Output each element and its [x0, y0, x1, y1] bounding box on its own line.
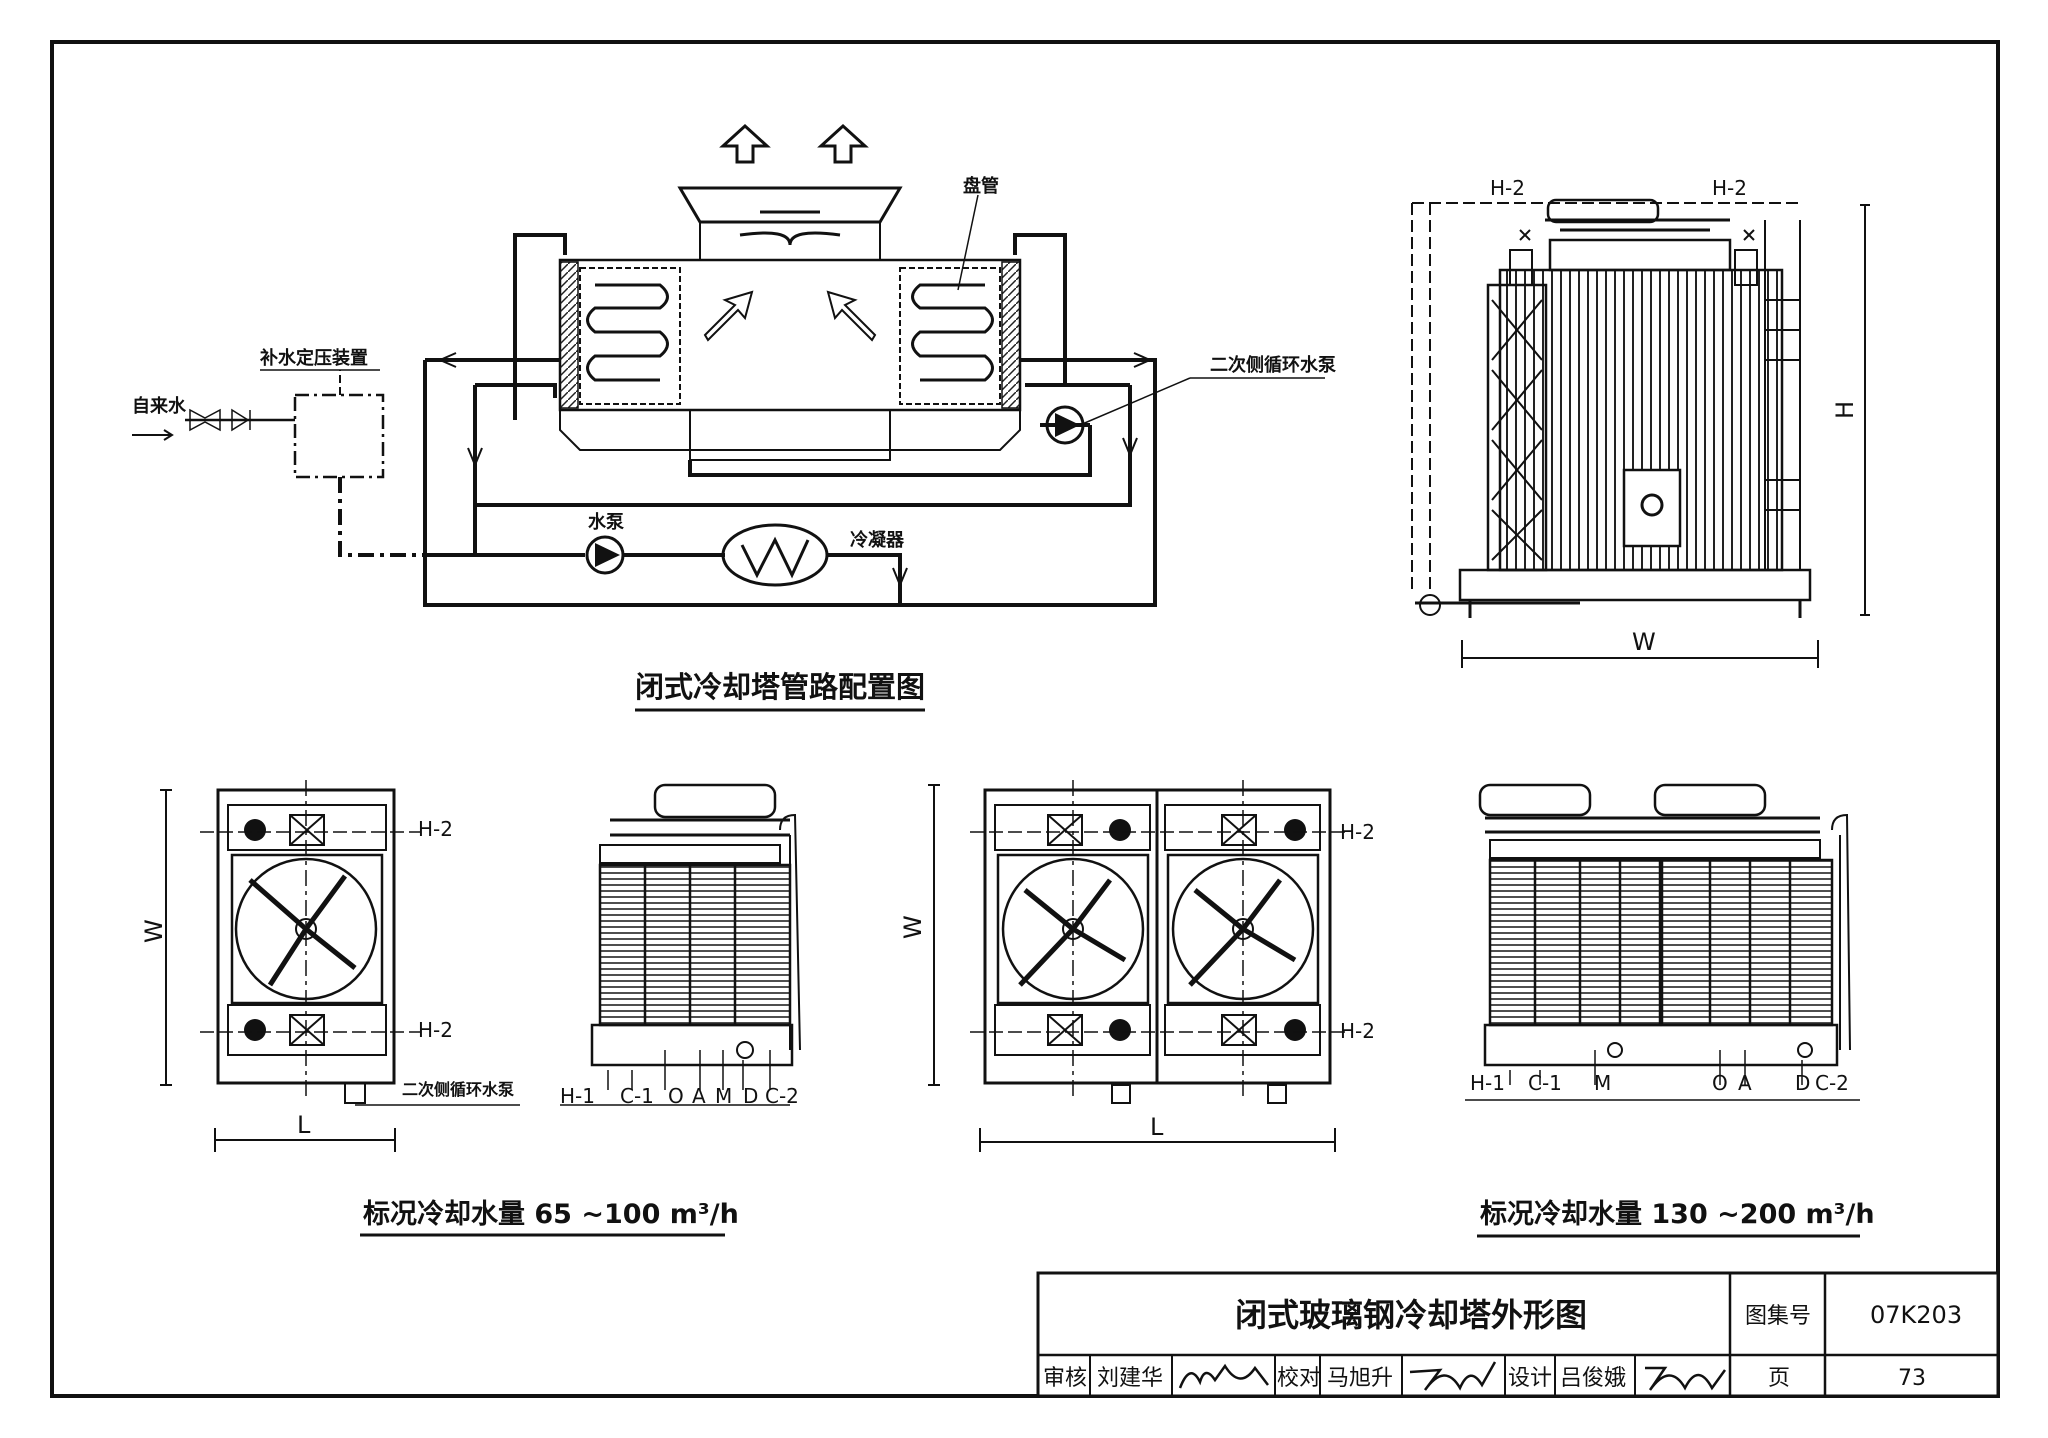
small-h2-bottom: H-2 [418, 1018, 453, 1042]
airflow-arrow-icon [826, 290, 877, 342]
large-port-h1: H-1 [1470, 1071, 1505, 1095]
small-pump-label: 二次侧循环水泵 [402, 1080, 514, 1099]
small-width-label: W [140, 919, 168, 943]
designer-signature [1645, 1366, 1727, 1391]
condenser-label: 冷凝器 [850, 529, 905, 551]
large-port-m: M [1594, 1071, 1611, 1095]
checker-signature [1409, 1361, 1497, 1391]
page-label: 页 [1768, 1366, 1790, 1391]
right-coil [911, 283, 994, 382]
large-h2-bottom: H-2 [1340, 1019, 1375, 1043]
pump-label: 水泵 [588, 511, 624, 533]
sheet-border [50, 40, 2000, 1398]
check-label: 校对 [1277, 1366, 1321, 1391]
small-port-h1: H-1 [560, 1084, 595, 1108]
small-port-c2: C-2 [765, 1084, 799, 1108]
side-h2-right: H-2 [1712, 176, 1747, 200]
atlas-number: 07K203 [1870, 1301, 1962, 1329]
large-h2-top: H-2 [1340, 820, 1375, 844]
small-port-a: A [692, 1084, 706, 1108]
small-length-label: L [297, 1111, 311, 1139]
small-port-o: O [668, 1084, 684, 1108]
drawing-title: 闭式玻璃钢冷却塔外形图 [1235, 1296, 1587, 1334]
large-length-label: L [1150, 1113, 1164, 1141]
large-port-c1: C-1 [1528, 1071, 1562, 1095]
small-unit-plan: W L H-2 H-2 二次侧循环水泵 [140, 780, 520, 1152]
condenser-icon [721, 523, 829, 587]
reviewer-name: 刘建华 [1097, 1366, 1163, 1391]
large-width-label: W [899, 915, 927, 939]
airflow-arrow-icon [703, 290, 754, 342]
air-out-arrow-icon [719, 123, 771, 164]
small-port-d: D [743, 1084, 758, 1108]
makeup-label: 补水定压装置 [259, 347, 368, 369]
title-block: 闭式玻璃钢冷却塔外形图 图集号 07K203 页 73 审核 刘建华 校对 马旭… [1036, 1271, 2000, 1398]
side-h2-left: H-2 [1490, 176, 1525, 200]
piping-caption: 闭式冷却塔管路配置图 [635, 670, 925, 704]
large-unit-plan: W L H-2 H-2 [899, 780, 1375, 1152]
designer-name: 吕俊娥 [1560, 1366, 1626, 1391]
large-caption: 标况冷却水量 130 ~200 m³/h [1480, 1199, 1875, 1230]
secondary-pump-label: 二次侧循环水泵 [1210, 354, 1336, 376]
large-unit-elevation [1465, 783, 1860, 1101]
large-port-o: O [1712, 1071, 1728, 1095]
secondary-pump-icon [1045, 405, 1085, 445]
large-port-c2: C-2 [1815, 1071, 1849, 1095]
side-width-label: W [1632, 628, 1656, 656]
review-label: 审核 [1043, 1366, 1087, 1391]
atlas-label: 图集号 [1745, 1304, 1811, 1329]
piping-diagram: 盘管 补水定压装置 自来水 二次侧循环水泵 水泵 冷凝器 [132, 123, 1336, 607]
reviewer-signature [1178, 1363, 1269, 1389]
large-unit-ports: H-1 C-1 M O A D C-2 [1470, 1071, 1849, 1095]
small-unit-ports: H-1 C-1 O A M D C-2 [560, 1084, 799, 1108]
side-elevation: H-2 H-2 H W [1411, 176, 1870, 668]
small-caption: 标况冷却水量 65 ~100 m³/h [363, 1199, 739, 1230]
small-h2-top: H-2 [418, 817, 453, 841]
city-water-label: 自来水 [132, 395, 187, 417]
side-height-label: H [1831, 401, 1859, 419]
design-label: 设计 [1508, 1366, 1552, 1391]
large-port-a: A [1738, 1071, 1752, 1095]
small-unit-elevation [560, 783, 801, 1106]
air-out-arrow-icon [817, 123, 869, 164]
small-port-c1: C-1 [620, 1084, 654, 1108]
left-coil [586, 283, 669, 382]
large-port-d: D [1795, 1071, 1810, 1095]
coil-label: 盘管 [963, 175, 999, 197]
small-port-m: M [715, 1084, 732, 1108]
makeup-device [293, 393, 385, 479]
checker-name: 马旭升 [1327, 1366, 1393, 1391]
page-number: 73 [1898, 1366, 1926, 1391]
